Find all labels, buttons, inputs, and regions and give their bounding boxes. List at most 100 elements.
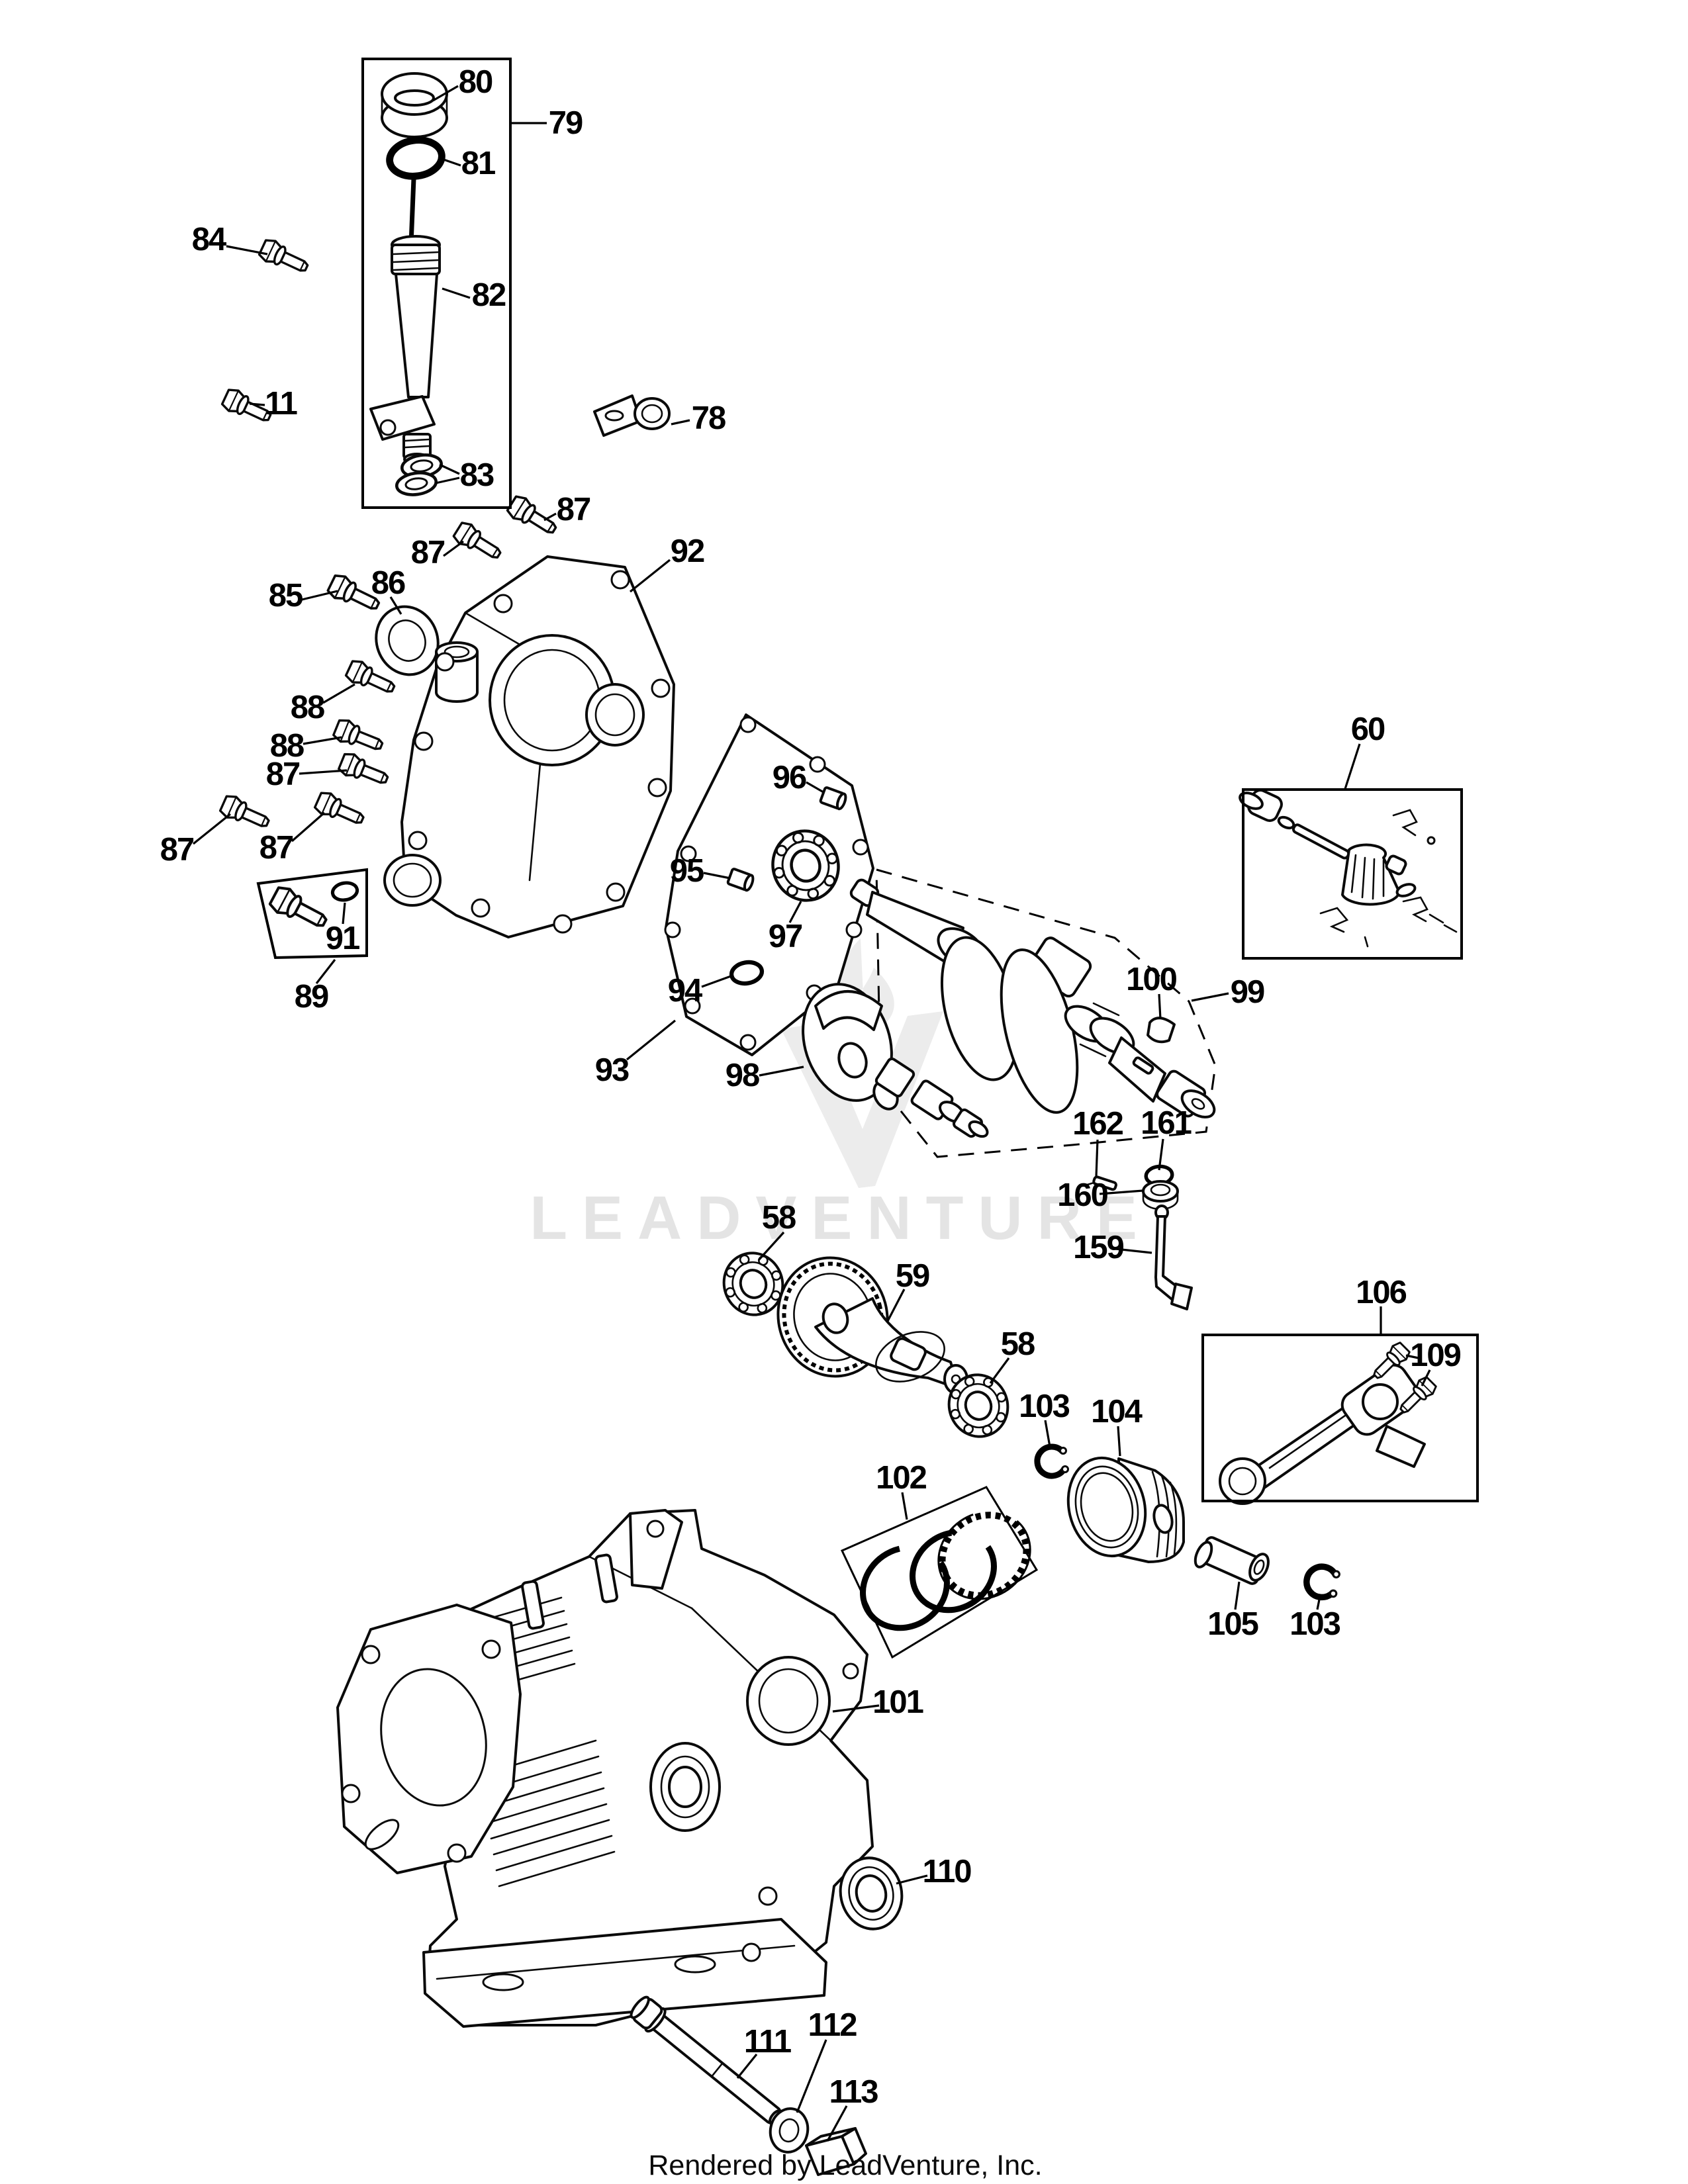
leader-line-101: [832, 1704, 880, 1713]
callout-102-40: 102: [876, 1460, 927, 1496]
callout-87-16: 87: [160, 832, 194, 868]
callout-160-31: 160: [1057, 1177, 1108, 1213]
leader-line-84: [226, 245, 268, 255]
washer-83b: [395, 471, 438, 497]
callout-103-42: 103: [1289, 1606, 1340, 1642]
leader-line-60: [1344, 743, 1361, 790]
callout-95-22: 95: [670, 853, 704, 889]
callout-111-45: 111: [744, 2024, 791, 2060]
leader-line-87: [299, 769, 348, 775]
part-pin-162: [1082, 1175, 1117, 1191]
callout-98-28: 98: [726, 1058, 759, 1093]
callout-80-0: 80: [459, 64, 492, 100]
oring-81: [387, 137, 444, 179]
callout-78-6: 78: [692, 400, 726, 436]
leader-line-160: [1099, 1189, 1144, 1195]
part-nut-113: [805, 2127, 867, 2176]
footer-credit: Rendered by LeadVenture, Inc.: [648, 2150, 1042, 2181]
leader-line-103: [1316, 1596, 1321, 1610]
leader-line-83: [435, 477, 460, 484]
part-head-gasket: [336, 1604, 522, 1874]
watermark-text: LEADVENTURE: [530, 1183, 1152, 1252]
callout-103-38: 103: [1019, 1388, 1070, 1424]
callout-104-39: 104: [1091, 1394, 1143, 1430]
bolt-87-d: [217, 792, 273, 835]
callout-88-14: 88: [270, 728, 304, 764]
bolt-84: [256, 236, 312, 279]
callout-93-27: 93: [595, 1052, 629, 1088]
callout-87-9: 87: [411, 535, 445, 570]
callout-106-35: 106: [1356, 1275, 1407, 1310]
callout-100-25: 100: [1126, 962, 1177, 997]
leader-line-80: [432, 85, 459, 102]
callout-161-30: 161: [1141, 1105, 1192, 1141]
leader-line-96: [806, 781, 824, 794]
leader-line-161: [1158, 1138, 1164, 1171]
callout-79-1: 79: [549, 105, 583, 141]
leader-line-88: [303, 736, 342, 745]
callout-58-33: 58: [762, 1200, 796, 1236]
group-box-79: [361, 58, 512, 509]
part-cylinder-block-101: [336, 1509, 874, 2028]
leader-line-88: [322, 683, 355, 704]
leader-line-102: [901, 1492, 908, 1520]
leader-line-87: [443, 540, 464, 557]
callout-82-4: 82: [472, 277, 506, 313]
oring-91: [331, 881, 358, 902]
leader-line-85: [301, 590, 338, 601]
circlip-103-b: [1303, 1563, 1342, 1601]
part-governor-assembly-60: [1239, 789, 1458, 948]
callout-109-37: 109: [1410, 1338, 1461, 1373]
part-balancer-59: [776, 1256, 968, 1394]
leader-line-92: [630, 559, 671, 593]
leader-line-82: [442, 287, 471, 299]
leader-line-58: [757, 1231, 785, 1261]
leader-line-113: [826, 2105, 848, 2142]
callout-91-18: 91: [326, 921, 359, 956]
callout-113-47: 113: [829, 2074, 878, 2110]
callout-85-11: 85: [269, 578, 303, 614]
part-crankcase-cover-92: [383, 555, 675, 938]
callout-96-20: 96: [773, 760, 806, 796]
leader-line-103: [1044, 1420, 1051, 1447]
leader-line-87: [192, 813, 232, 845]
callout-112-46: 112: [808, 2007, 857, 2043]
leader-line-78: [671, 419, 690, 426]
callout-99-26: 99: [1231, 974, 1264, 1010]
leader-line-97: [788, 901, 802, 923]
callout-84-3: 84: [192, 222, 226, 257]
callout-110-44: 110: [922, 1854, 971, 1889]
leader-line-81: [443, 158, 461, 167]
leader-line-87: [291, 811, 326, 842]
bolt-87-e: [312, 788, 368, 832]
callout-11-5: 11: [265, 386, 297, 422]
leader-line-89: [315, 959, 336, 984]
leader-line-105: [1234, 1581, 1241, 1610]
group-box-106: [1201, 1334, 1479, 1502]
part-camshaft-98: [802, 983, 989, 1138]
callout-105-41: 105: [1207, 1606, 1258, 1642]
part-washer-112: [769, 2107, 810, 2154]
callout-87-8: 87: [557, 492, 590, 527]
callout-83-7: 83: [460, 457, 494, 493]
drain-plug-90: [268, 884, 331, 934]
leader-line-11: [249, 402, 265, 406]
leader-line-59: [886, 1289, 906, 1323]
part-clamp-78: [593, 394, 671, 437]
circlip-103-a: [1037, 1447, 1068, 1476]
callout-86-12: 86: [371, 565, 405, 601]
leader-line-93: [626, 1019, 677, 1061]
part-oil-dipper-159: [1154, 1205, 1193, 1310]
callout-58-36: 58: [1001, 1326, 1035, 1362]
leader-line-99: [1191, 992, 1229, 1002]
part-seal-110: [839, 1856, 904, 1931]
leader-line-98: [759, 1066, 804, 1077]
leader-line-162: [1095, 1139, 1099, 1177]
part-seal-86: [375, 605, 440, 676]
leader-line-94: [701, 975, 731, 988]
callout-97-23: 97: [769, 919, 802, 954]
part-piston-104: [1066, 1456, 1185, 1563]
leader-line-112: [796, 2039, 827, 2113]
part-piston-pin-105: [1194, 1536, 1270, 1585]
